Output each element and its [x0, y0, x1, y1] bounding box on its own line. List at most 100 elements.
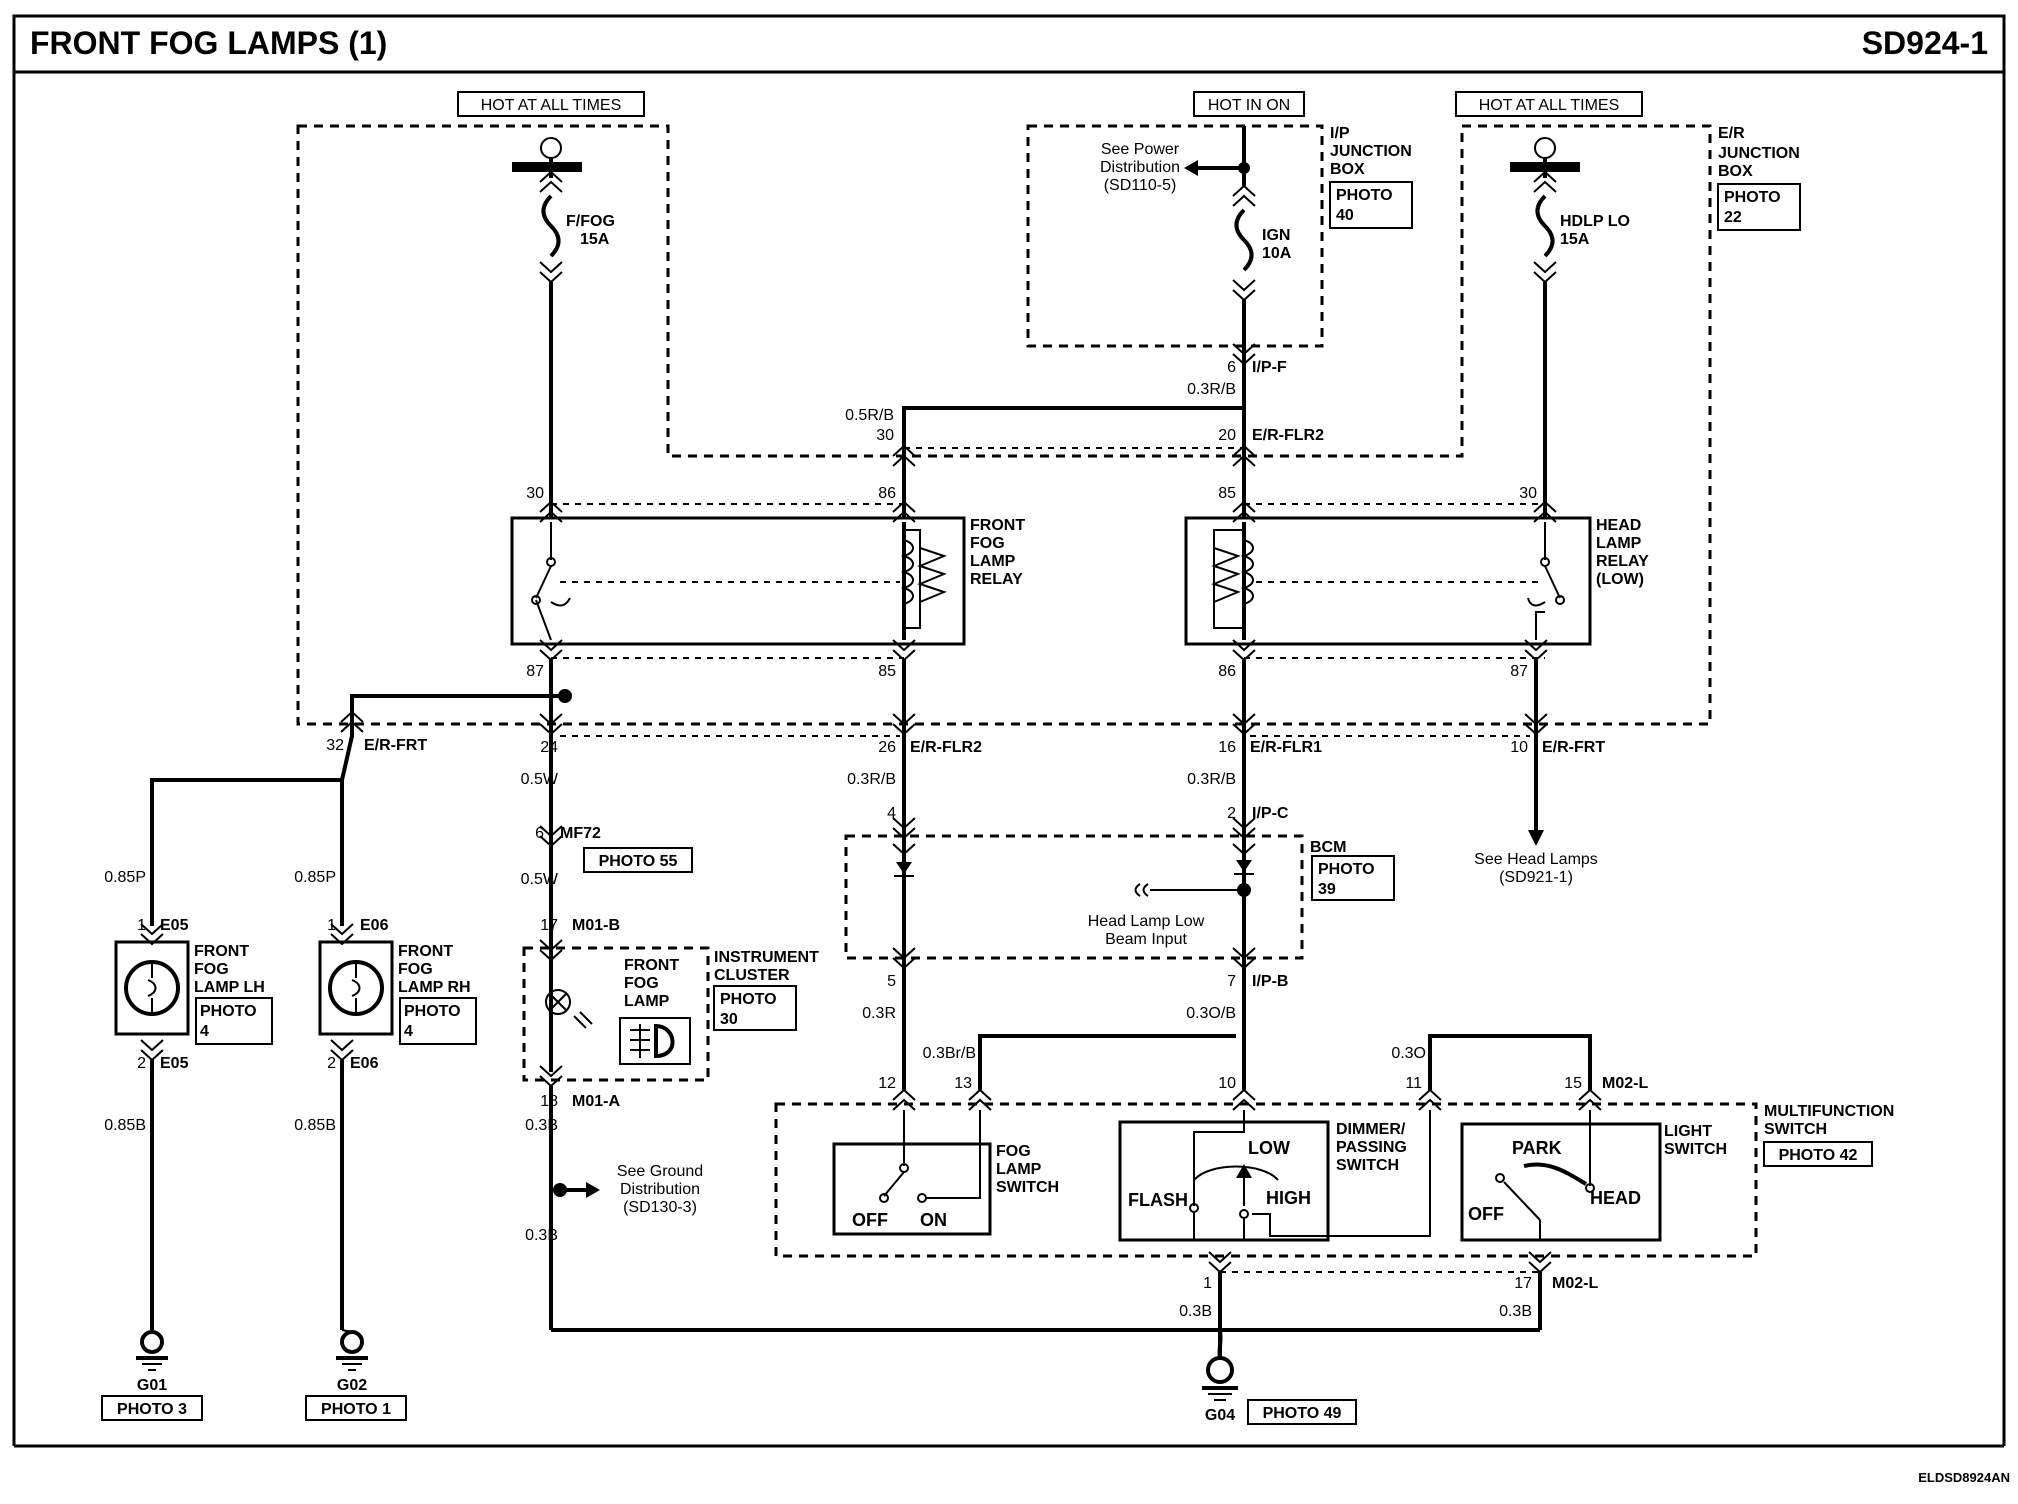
bcm-outline [844, 834, 1304, 960]
mfs-pin-13: 13 [954, 1075, 972, 1092]
svg-text:BCM: BCM [1310, 839, 1346, 856]
svg-text:PHOTO: PHOTO [720, 991, 777, 1008]
er-flr2-bot-connector: E/R-FLR2 [910, 739, 982, 756]
svg-text:MULTIFUNCTION: MULTIFUNCTION [1764, 1103, 1894, 1120]
svg-text:DIMMER/: DIMMER/ [1336, 1121, 1406, 1138]
ground-g02-label: G02 [337, 1377, 367, 1394]
wire-label-c3-b: 0.3O/B [1186, 1005, 1236, 1022]
svg-text:15A: 15A [580, 231, 610, 248]
svg-text:(LOW): (LOW) [1596, 571, 1644, 588]
svg-text:See Head Lamps: See Head Lamps [1474, 851, 1598, 868]
footer-code: ELDSD8924AN [1918, 1470, 2010, 1485]
fog-switch-off: OFF [852, 1210, 888, 1230]
svg-text:FRONT: FRONT [970, 517, 1025, 534]
er-frt-left-connector: E/R-FRT [364, 737, 427, 754]
front-fog-lamp-lh-label: FRONT FOG LAMP LH PHOTO 4 [194, 943, 273, 1045]
wire-label-g04-l: 0.3B [1179, 1303, 1212, 1320]
head-relay-pin-85: 85 [1218, 485, 1236, 502]
wire-label-rh-bot: 0.85B [294, 1117, 336, 1134]
ipb-pin-left: 5 [887, 973, 896, 990]
light-switch-label: LIGHT SWITCH [1664, 1123, 1727, 1158]
svg-text:15A: 15A [1560, 231, 1590, 248]
wire-0-5rb-bridge [902, 406, 1244, 518]
svg-text:SWITCH: SWITCH [1764, 1121, 1827, 1138]
ground-g02-photo: PHOTO 1 [321, 1401, 391, 1418]
er-frt-left-pin: 32 [326, 737, 344, 754]
ground-g04-photo: PHOTO 49 [1263, 1405, 1342, 1422]
svg-text:LAMP LH: LAMP LH [194, 979, 265, 996]
dimmer-low: LOW [1248, 1138, 1290, 1158]
light-switch-off: OFF [1468, 1204, 1504, 1224]
svg-text:PHOTO: PHOTO [200, 1003, 257, 1020]
fuse-ign-label: IGN [1262, 227, 1290, 244]
svg-text:SWITCH: SWITCH [1336, 1157, 1399, 1174]
svg-text:FRONT: FRONT [398, 943, 453, 960]
fog-lamp-switch-label: FOG LAMP SWITCH [996, 1143, 1059, 1196]
er-frt-right-pin: 10 [1510, 739, 1528, 756]
ground-g04-label: G04 [1205, 1407, 1235, 1424]
wire-label-c2-b: 0.3R [862, 1005, 896, 1022]
er-flr2-bot-pin: 26 [878, 739, 896, 756]
mfs-pin-12: 12 [878, 1075, 896, 1092]
see-head-lamps: See Head Lamps (SD921-1) [1474, 851, 1598, 886]
svg-text:HEAD: HEAD [1596, 517, 1641, 534]
svg-text:40: 40 [1336, 207, 1354, 224]
wire-label-c1-a: 0.5W [521, 771, 559, 788]
svg-text:RELAY: RELAY [1596, 553, 1649, 570]
head-lamp-relay-low [1184, 500, 1592, 662]
er-junction-box-outline [296, 124, 1712, 726]
ground-g04-icon [1202, 1356, 1238, 1401]
svg-text:FOG: FOG [398, 961, 433, 978]
er-junction-box-label: E/R JUNCTION BOX PHOTO 22 [1717, 125, 1801, 231]
wire-label-ic-b2: 0.3B [525, 1227, 558, 1244]
fog-relay-pin-85: 85 [878, 663, 896, 680]
svg-text:BOX: BOX [1330, 161, 1365, 178]
bcm-label: BCM PHOTO 39 [1310, 839, 1395, 901]
svg-text:FOG: FOG [194, 961, 229, 978]
svg-text:30: 30 [720, 1011, 738, 1028]
ipf-pin: 6 [1227, 359, 1236, 376]
multifunction-switch-outline [774, 1102, 1758, 1258]
ip-junction-box-label: I/P JUNCTION BOX PHOTO 40 [1329, 125, 1413, 229]
multifunction-switch-label: MULTIFUNCTION SWITCH PHOTO 42 [1763, 1103, 1894, 1167]
erflr2-top-connector: E/R-FLR2 [1252, 427, 1324, 444]
svg-text:I/P: I/P [1330, 125, 1350, 142]
erflr2-top-pin-right: 20 [1218, 427, 1236, 444]
ground-g01-icon [136, 1330, 168, 1371]
hot-label-center: HOT IN ON [1193, 91, 1305, 117]
head-lamp-low-beam-input: Head Lamp Low Beam Input [1088, 913, 1205, 948]
mfs-pin-11: 11 [1405, 1075, 1422, 1092]
svg-text:See Power: See Power [1101, 141, 1180, 158]
svg-text:BOX: BOX [1718, 163, 1753, 180]
svg-text:LAMP: LAMP [1596, 535, 1642, 552]
fuse-ffog-label: F/FOG [566, 213, 615, 230]
mf72-photo: PHOTO 55 [599, 853, 678, 870]
wire-label-c2-a: 0.3R/B [847, 771, 896, 788]
head-relay-pin-87: 87 [1510, 663, 1528, 680]
front-fog-lamp-indicator-label: FRONT FOG LAMP [624, 957, 679, 1010]
mfs-bot-pin-1: 1 [1203, 1275, 1212, 1292]
light-switch [1460, 1110, 1662, 1242]
ipc-pin-right: 2 [1227, 805, 1236, 822]
wire-label-c1-b: 0.5W [521, 871, 559, 888]
cluster-top-pin: 17 [540, 917, 558, 934]
svg-text:10A: 10A [1262, 245, 1292, 262]
svg-text:E05: E05 [160, 1055, 189, 1072]
svg-text:JUNCTION: JUNCTION [1718, 145, 1800, 162]
svg-text:PHOTO: PHOTO [1336, 187, 1393, 204]
svg-text:SWITCH: SWITCH [1664, 1141, 1727, 1158]
instrument-cluster-outline [522, 946, 710, 1082]
fog-indicator-bulb-icon [545, 989, 593, 1029]
svg-text:PHOTO: PHOTO [1724, 189, 1781, 206]
svg-text:LAMP: LAMP [624, 993, 670, 1010]
head-lamp-relay-label: HEAD LAMP RELAY (LOW) [1596, 517, 1649, 588]
dimmer-flash: FLASH [1128, 1190, 1188, 1210]
svg-text:HOT AT ALL TIMES: HOT AT ALL TIMES [481, 97, 622, 114]
wire-label-o: 0.3O [1391, 1045, 1426, 1062]
fog-switch-on: ON [920, 1210, 947, 1230]
front-fog-lamp-lh: 1 E05 2 E05 [114, 917, 190, 1072]
svg-text:4: 4 [200, 1023, 209, 1040]
svg-text:FRONT: FRONT [624, 957, 679, 974]
header: FRONT FOG LAMPS (1) SD924-1 [12, 14, 2006, 1448]
